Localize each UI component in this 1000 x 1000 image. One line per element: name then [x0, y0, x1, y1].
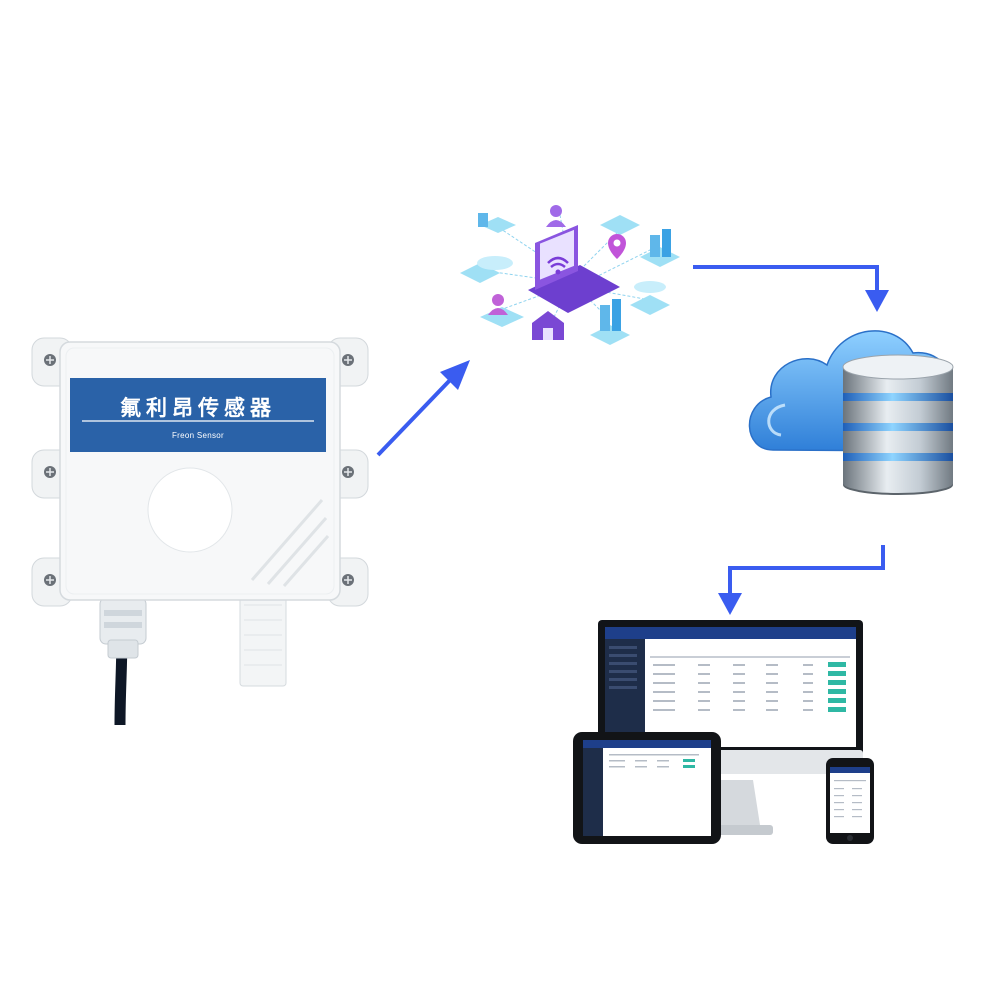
sensor-title-en: Freon Sensor [171, 431, 225, 440]
arrow-head-network [440, 360, 470, 390]
cloud-database-icon [745, 305, 960, 495]
iot-network-icon [450, 195, 690, 360]
arrow-sensor-to-network [376, 376, 454, 457]
arrow-head-devices [718, 593, 742, 615]
freon-sensor-device [30, 330, 370, 730]
arrow-head-cloud [865, 290, 889, 312]
sensor-label: 氟利昂传感器 Freon Sensor [70, 378, 326, 452]
arrow-cloud-to-devices [728, 545, 885, 595]
phone-device [826, 758, 874, 844]
arrow-network-to-cloud [693, 265, 879, 292]
sensor-title-cn: 氟利昂传感器 [120, 396, 276, 420]
sensor-body-graphic [31, 337, 369, 726]
tablet-device [573, 732, 721, 844]
